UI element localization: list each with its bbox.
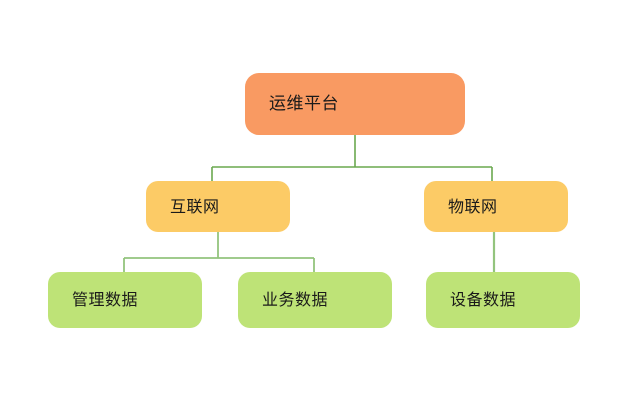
node-root-label: 运维平台 bbox=[269, 93, 339, 114]
node-management-data-label: 管理数据 bbox=[72, 290, 139, 309]
node-management-data[interactable]: 管理数据 bbox=[48, 272, 202, 328]
node-root[interactable]: 运维平台 bbox=[245, 73, 465, 135]
node-internet-label: 互联网 bbox=[170, 196, 220, 216]
node-iot[interactable]: 物联网 bbox=[424, 181, 568, 232]
node-business-data-label: 业务数据 bbox=[262, 290, 329, 309]
node-device-data[interactable]: 设备数据 bbox=[426, 272, 580, 328]
node-iot-label: 物联网 bbox=[448, 196, 498, 216]
node-internet[interactable]: 互联网 bbox=[146, 181, 290, 232]
node-device-data-label: 设备数据 bbox=[450, 290, 517, 309]
node-business-data[interactable]: 业务数据 bbox=[238, 272, 392, 328]
connector-root-to-level2 bbox=[211, 135, 493, 181]
connector-internet-to-level3 bbox=[123, 232, 315, 272]
